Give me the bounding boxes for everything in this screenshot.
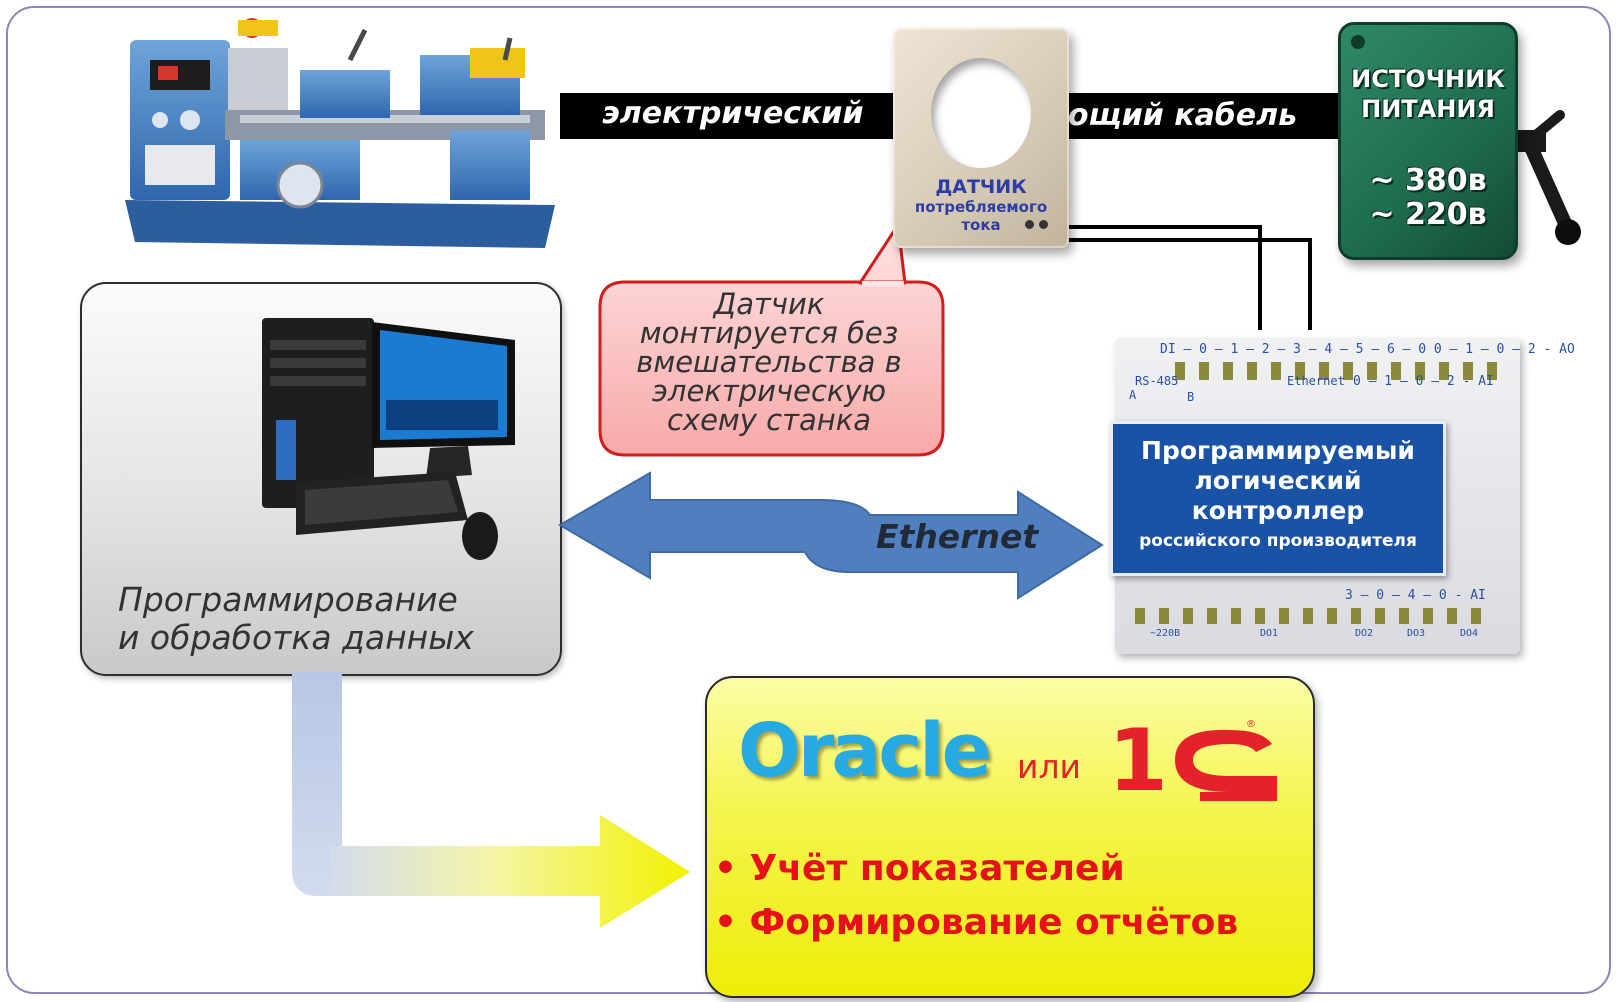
sensor-label-1: ДАТЧИК bbox=[935, 176, 1027, 198]
onec-logo: 1 ® bbox=[1108, 711, 1277, 811]
rs485-a: A bbox=[1129, 388, 1137, 402]
power-title-1: ИСТОЧНИК bbox=[1351, 65, 1505, 93]
callout-line: схему станка bbox=[666, 403, 872, 437]
power-title-2: ПИТАНИЯ bbox=[1361, 95, 1495, 123]
callout-text: Датчик монтируется без вмешательства в э… bbox=[600, 290, 938, 435]
callout-line: электрическую bbox=[652, 374, 886, 408]
pc-label-2: и обработка данных bbox=[118, 618, 474, 657]
plc-bottom-label: DO1 bbox=[1260, 628, 1279, 639]
rs485-label: RS-485 bbox=[1135, 374, 1179, 388]
bullet-item: • Формирование отчётов bbox=[714, 902, 1239, 943]
plc-bottom-label: DO2 bbox=[1355, 628, 1374, 639]
plc-bottom-label: DO4 bbox=[1460, 628, 1479, 639]
sensor-aperture bbox=[931, 58, 1031, 168]
sensor-terminal-1 bbox=[1025, 220, 1034, 229]
sensor-label-2: потребляемого bbox=[914, 198, 1048, 216]
plc-line-3: контроллер bbox=[1191, 496, 1365, 525]
plc-bottom-label: ~220В bbox=[1150, 628, 1181, 639]
voltage-380: ~ 380в bbox=[1369, 163, 1487, 198]
power-source: ИСТОЧНИК ПИТАНИЯ ~ 380в ~ 220в bbox=[1338, 22, 1518, 260]
current-sensor: ДАТЧИК потребляемого тока bbox=[893, 28, 1069, 248]
svg-text:®: ® bbox=[1246, 719, 1256, 730]
bullet-text: Учёт показателей bbox=[749, 848, 1125, 889]
power-handle bbox=[1516, 110, 1581, 245]
callout-line: монтируется без bbox=[639, 316, 899, 350]
svg-text:1: 1 bbox=[1108, 711, 1168, 811]
plc-top-terminal-labels: DI – 0 – 1 – 2 – 3 – 4 – 5 – 6 – 0 0 – 1… bbox=[1160, 342, 1575, 357]
rs485-b: B bbox=[1187, 390, 1195, 404]
computer-image bbox=[262, 318, 515, 560]
plc-bottom-terminals bbox=[1135, 608, 1495, 624]
power-cable-right bbox=[1068, 93, 1340, 139]
or-label: или bbox=[1017, 747, 1081, 786]
ai-top-label: 0 – 1 – 0 – 2 - AI bbox=[1353, 374, 1494, 389]
plc-top-terminals bbox=[1175, 362, 1505, 380]
plc-bottom-label: DO3 bbox=[1407, 628, 1426, 639]
oracle-logo: Oracle bbox=[738, 708, 992, 794]
bullet-item: • Учёт показателей bbox=[714, 848, 1125, 889]
voltage-220: ~ 220в bbox=[1369, 197, 1487, 232]
ethernet-arrow bbox=[558, 471, 1104, 600]
bullet-text: Формирование отчётов bbox=[749, 902, 1239, 943]
lathe-image bbox=[125, 18, 555, 248]
pc-label-1: Программирование bbox=[118, 580, 458, 619]
callout-line: Датчик bbox=[713, 287, 825, 321]
signal-wire-2 bbox=[1060, 238, 1312, 330]
ethernet-label: Ethernet bbox=[876, 517, 1039, 556]
plc-line-1: Программируемый bbox=[1141, 436, 1415, 465]
signal-wire-1 bbox=[1060, 225, 1262, 330]
plc-line-2: логический bbox=[1194, 466, 1362, 495]
sensor-label-3: тока bbox=[961, 216, 1001, 234]
callout-line: вмешательства в bbox=[636, 345, 902, 379]
ai-bottom-label: 3 – 0 – 4 – 0 - AI bbox=[1345, 588, 1486, 603]
cable-label-left: электрический bbox=[602, 96, 864, 131]
plc-line-4: российского производителя bbox=[1139, 531, 1417, 551]
ethernet-port-label: Ethernet bbox=[1287, 374, 1345, 388]
power-cable bbox=[560, 93, 895, 139]
plc-label-panel: Программируемый логический контроллер ро… bbox=[1110, 421, 1446, 576]
screw-icon bbox=[1351, 35, 1365, 49]
sensor-terminal-2 bbox=[1039, 220, 1048, 229]
